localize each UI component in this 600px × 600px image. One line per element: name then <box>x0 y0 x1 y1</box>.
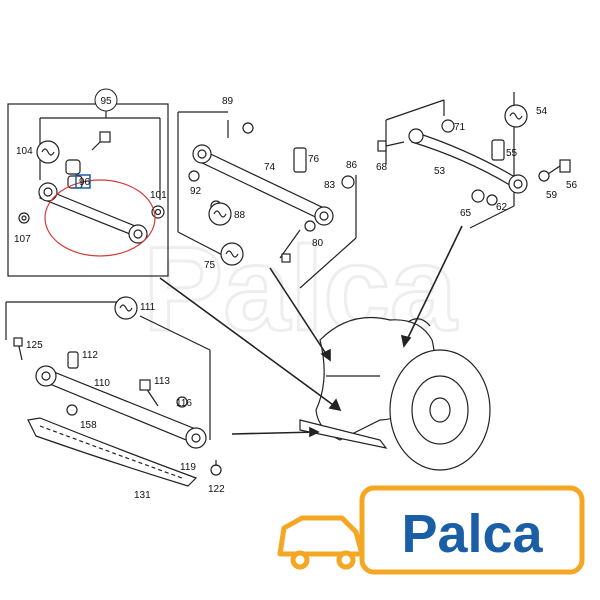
callout-104: 104 <box>16 146 33 157</box>
panel-lower-link <box>7 103 169 277</box>
callout-122: 122 <box>208 484 225 495</box>
callout-circle-95 <box>94 88 118 112</box>
callout-111: 111 <box>140 302 156 313</box>
callout-74: 74 <box>264 162 276 173</box>
panel-upper-link <box>177 111 357 289</box>
callout-119: 119 <box>180 462 196 473</box>
callout-68: 68 <box>376 162 388 173</box>
callout-53: 53 <box>434 166 446 177</box>
highlight-box <box>75 174 91 189</box>
palca-logo: Palca <box>277 485 585 575</box>
callout-54: 54 <box>536 106 548 117</box>
callout-labels: 95 104 96 101 107 89 74 76 86 92 83 88 8… <box>14 88 578 501</box>
callout-56: 56 <box>566 180 578 191</box>
callout-86: 86 <box>346 160 358 171</box>
callout-89: 89 <box>222 96 234 107</box>
knuckle-assembly <box>299 316 491 471</box>
callout-75: 75 <box>204 260 216 271</box>
callout-101: 101 <box>150 190 167 201</box>
highlight-ring <box>44 179 156 257</box>
callout-107: 107 <box>14 234 31 245</box>
callout-113: 113 <box>154 376 170 387</box>
callout-92: 92 <box>190 186 202 197</box>
callout-83: 83 <box>324 180 336 191</box>
callout-112: 112 <box>82 350 98 361</box>
callout-88: 88 <box>234 210 246 221</box>
callout-55: 55 <box>506 148 518 159</box>
panel-control-arm <box>377 92 571 229</box>
callout-125: 125 <box>26 340 43 351</box>
callout-96: 96 <box>79 177 91 188</box>
car-icon <box>277 515 365 570</box>
callout-71: 71 <box>454 122 466 133</box>
pointer-lines <box>159 225 463 438</box>
callout-116: 116 <box>176 398 192 409</box>
callout-59: 59 <box>546 190 558 201</box>
callout-80: 80 <box>312 238 324 249</box>
callout-76: 76 <box>308 154 320 165</box>
callout-110: 110 <box>94 378 110 389</box>
panel-track-rod <box>5 296 222 487</box>
callout-65: 65 <box>460 208 472 219</box>
callout-131: 131 <box>134 490 151 501</box>
callout-62: 62 <box>496 202 508 213</box>
palca-wordmark: Palca <box>401 504 543 564</box>
callout-158: 158 <box>80 420 97 431</box>
callout-95: 95 <box>100 96 112 107</box>
